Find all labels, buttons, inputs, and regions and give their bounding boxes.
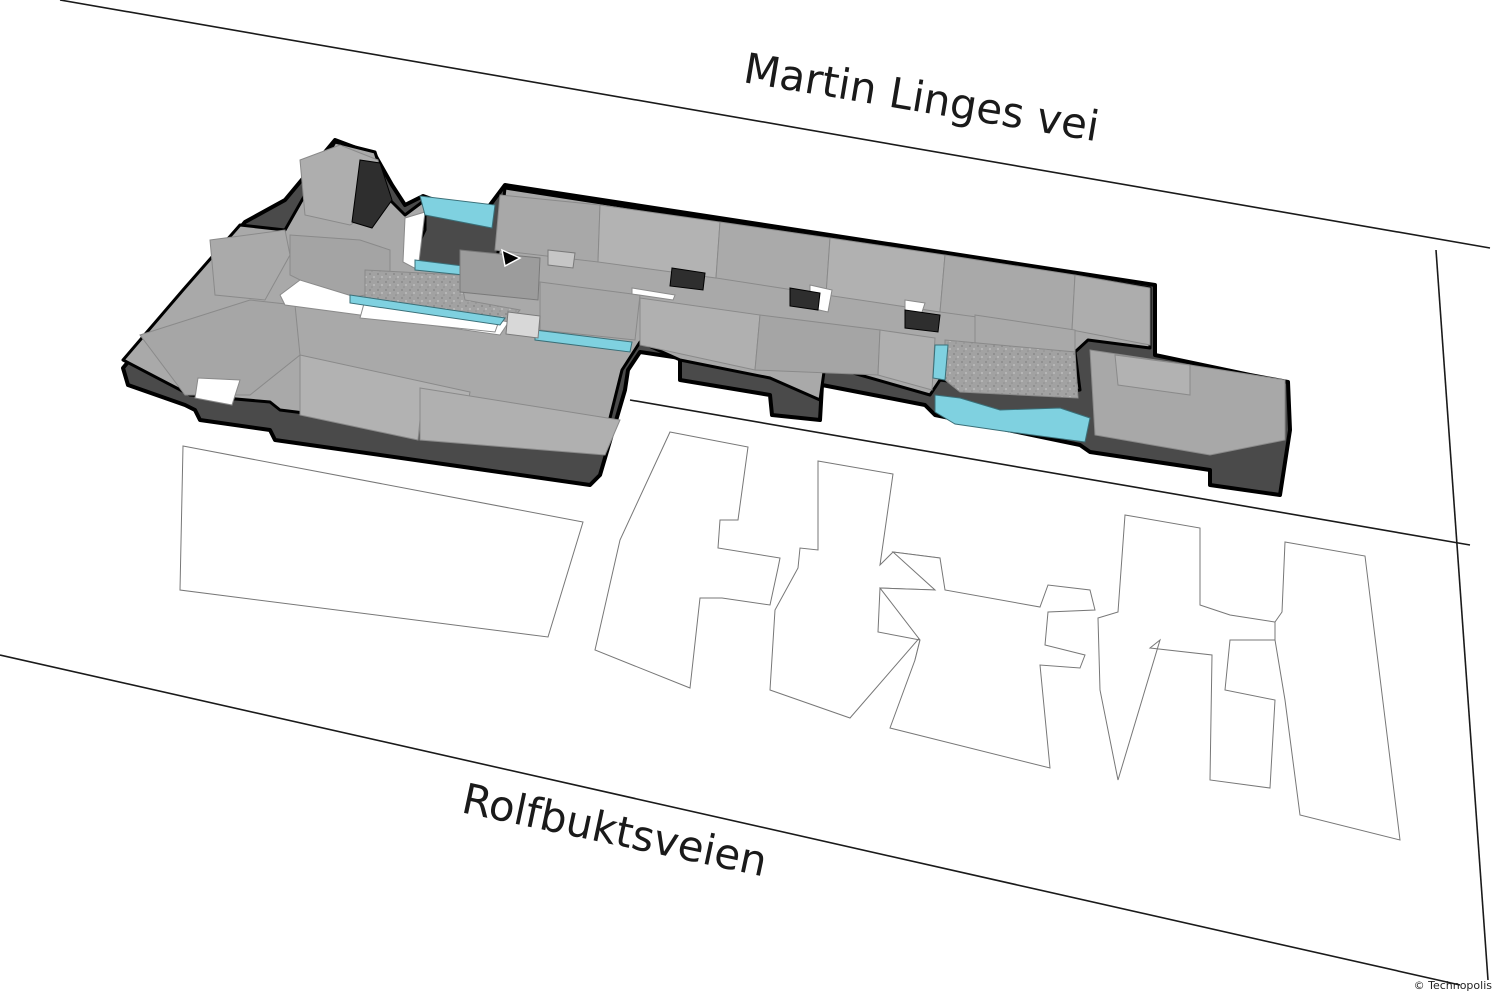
building-footprints bbox=[179, 431, 1401, 841]
glass-east-post bbox=[932, 344, 949, 381]
service-block bbox=[669, 267, 706, 291]
room bbox=[1114, 354, 1191, 396]
room bbox=[139, 299, 301, 396]
service-block bbox=[789, 287, 821, 311]
street-line-middle bbox=[629, 399, 1471, 546]
room-grid bbox=[139, 144, 1286, 456]
main-building bbox=[121, 138, 1292, 497]
street-line-north bbox=[59, 0, 1491, 249]
small-opening bbox=[631, 287, 676, 301]
service-blocks bbox=[351, 159, 941, 333]
room bbox=[209, 229, 291, 301]
glass-corridor bbox=[349, 294, 506, 326]
street-label-south: Rolfbuktsveien bbox=[458, 774, 772, 886]
copyright-credit: © Technopolis bbox=[1413, 979, 1492, 992]
footprint-block-e bbox=[1274, 541, 1401, 841]
footprint-west-block bbox=[179, 445, 584, 638]
service-block bbox=[904, 309, 941, 333]
footprint-block-d bbox=[1097, 514, 1276, 789]
atrium-white bbox=[194, 377, 241, 406]
entry-lift bbox=[547, 249, 576, 269]
street-line-east bbox=[1435, 249, 1489, 981]
room bbox=[877, 329, 936, 391]
glass-west-upper bbox=[419, 195, 496, 229]
glass-east-curve bbox=[934, 394, 1091, 443]
glass-walls bbox=[349, 195, 1091, 443]
footprint-block-c bbox=[878, 551, 1096, 769]
room bbox=[1071, 274, 1151, 346]
street-line-south bbox=[0, 654, 1461, 986]
street-label-north: Martin Linges vei bbox=[740, 44, 1102, 152]
room bbox=[539, 281, 641, 341]
entry-annex bbox=[505, 311, 541, 339]
entry-core bbox=[459, 249, 541, 301]
service-block bbox=[351, 159, 393, 229]
footprint-central-complex bbox=[594, 431, 781, 689]
triangle-marker-icon bbox=[500, 248, 522, 268]
room bbox=[419, 387, 621, 456]
